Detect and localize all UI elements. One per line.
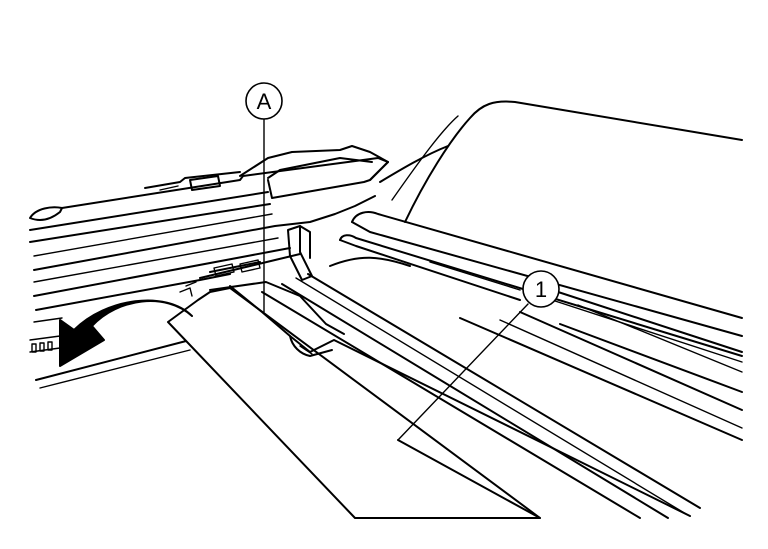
trim-housing bbox=[29, 145, 389, 389]
cover-shell bbox=[379, 100, 743, 223]
callout-1-label: 1 bbox=[535, 277, 547, 302]
callout-1-circle bbox=[522, 270, 560, 308]
vent-slots bbox=[31, 341, 53, 353]
callout-1: 1 bbox=[397, 270, 560, 441]
curved-arrow-left-icon bbox=[59, 299, 193, 367]
cover-strip bbox=[167, 273, 701, 519]
rails bbox=[329, 211, 743, 441]
callout-a-label: A bbox=[257, 89, 272, 114]
callout-1-leader bbox=[397, 303, 529, 441]
callout-a-circle bbox=[245, 82, 283, 120]
callout-a: A bbox=[245, 82, 283, 313]
